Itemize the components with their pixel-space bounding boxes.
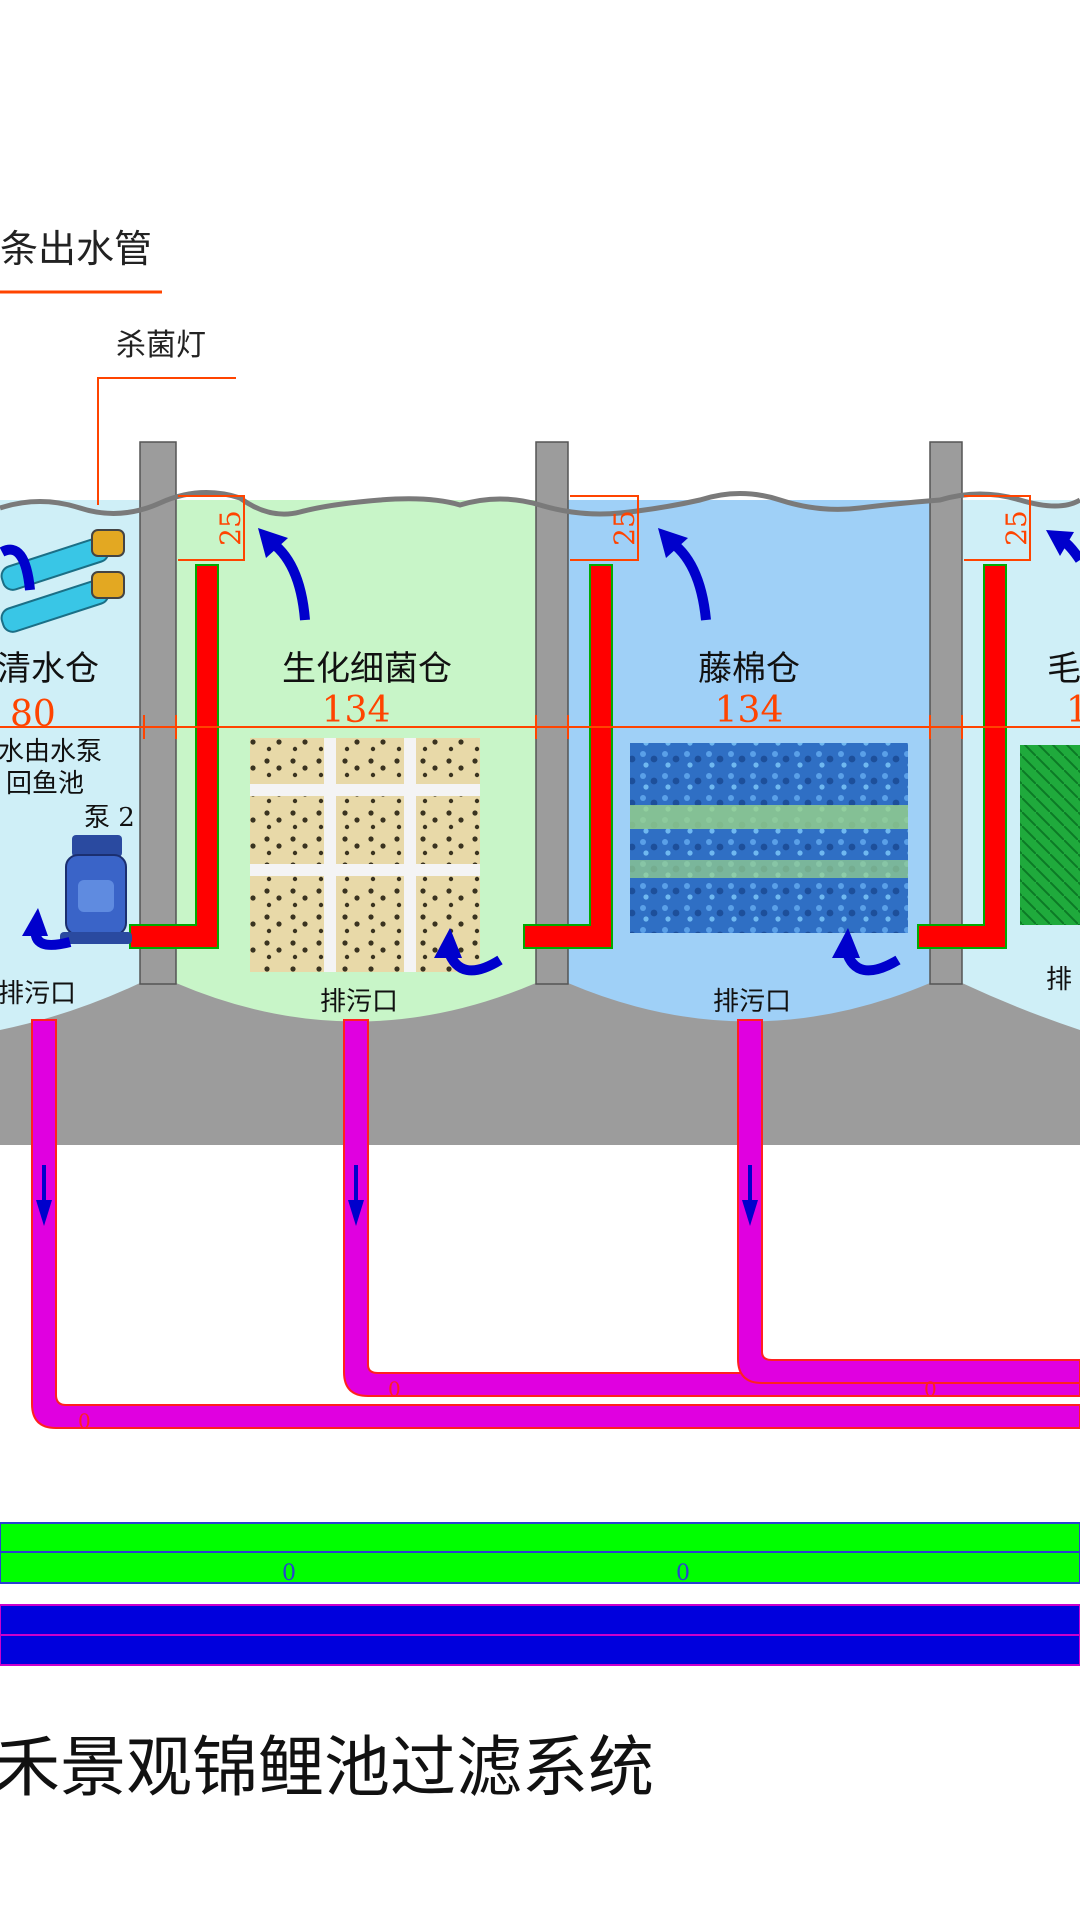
uv-lamp-leader-line bbox=[97, 377, 236, 505]
submersible-pump-icon bbox=[60, 835, 132, 944]
flow-arrow-icon-sponge-bottom bbox=[832, 928, 901, 976]
divider-wall-3 bbox=[929, 441, 963, 985]
down-arrow-icon-1 bbox=[36, 1165, 52, 1226]
riser-pipe-1 bbox=[129, 564, 219, 949]
system-title: 禾景观锦鲤池过滤系统 bbox=[0, 1729, 654, 1806]
pipe-mark-1: 0 bbox=[78, 1409, 91, 1433]
clear-note-line1: 水由水泵 bbox=[0, 737, 102, 767]
riser-dimension-1: 25 bbox=[178, 495, 247, 561]
green-pipe-mark-2: 0 bbox=[676, 1561, 690, 1586]
flow-arrow-icon-bio-bottom bbox=[434, 928, 503, 976]
riser-dimension-2: 25 bbox=[570, 495, 641, 561]
chamber-name-bio: 生化细菌仓 bbox=[282, 649, 452, 689]
pump-label: 泵 2 bbox=[84, 803, 135, 833]
pipe-mark-3: 0 bbox=[924, 1377, 937, 1401]
drain-label-mat: 排 bbox=[1046, 965, 1072, 995]
riser-dimension-label-3: 25 bbox=[1000, 510, 1033, 546]
mat-media-image bbox=[1020, 745, 1080, 925]
width-dim-clear: 80 bbox=[10, 694, 56, 735]
down-arrow-icon-3 bbox=[742, 1165, 758, 1226]
divider-wall-2 bbox=[535, 441, 569, 985]
drain-label-clear: 排污口 bbox=[0, 979, 76, 1009]
flow-arrow-icon-bio-top bbox=[258, 528, 310, 621]
drain-label-bio: 排污口 bbox=[320, 987, 398, 1017]
sponge-media-image bbox=[630, 743, 908, 933]
clear-note-line2: 回鱼池 bbox=[6, 769, 84, 799]
outlet-pipe-label: 条出水管 bbox=[0, 227, 152, 271]
flow-arrow-icon-uv bbox=[0, 544, 35, 591]
down-arrow-icon-2 bbox=[348, 1165, 364, 1226]
flow-arrow-icon-sponge-top bbox=[658, 528, 711, 621]
width-dimension-ticks bbox=[143, 715, 963, 739]
drain-pipes bbox=[31, 1019, 1080, 1429]
width-dim-sponge: 134 bbox=[715, 690, 784, 731]
riser-dimension-label-2: 25 bbox=[608, 510, 641, 546]
flow-arrow-icon-mat-top bbox=[1046, 530, 1080, 563]
chamber-name-mat: 毛 bbox=[1047, 649, 1080, 689]
uv-lamp-label: 杀菌灯 bbox=[116, 328, 206, 363]
divider-wall-1 bbox=[139, 441, 177, 985]
green-pipe-mark-1: 0 bbox=[282, 1561, 296, 1586]
drain-label-sponge: 排污口 bbox=[713, 987, 791, 1017]
flow-arrow-icon-pump bbox=[22, 908, 72, 950]
riser-pipe-2 bbox=[523, 564, 613, 949]
chamber-name-sponge: 藤棉仓 bbox=[698, 649, 800, 689]
width-dim-bio: 134 bbox=[322, 690, 391, 731]
riser-pipe-3 bbox=[917, 564, 1007, 949]
riser-dimension-3: 25 bbox=[964, 495, 1033, 561]
bio-media-image bbox=[250, 738, 480, 972]
width-dim-mat: 1 bbox=[1066, 690, 1080, 731]
riser-dimension-label-1: 25 bbox=[214, 510, 247, 546]
chamber-name-clear: 清水仓 bbox=[0, 649, 99, 689]
pipe-mark-2: 0 bbox=[388, 1377, 401, 1401]
